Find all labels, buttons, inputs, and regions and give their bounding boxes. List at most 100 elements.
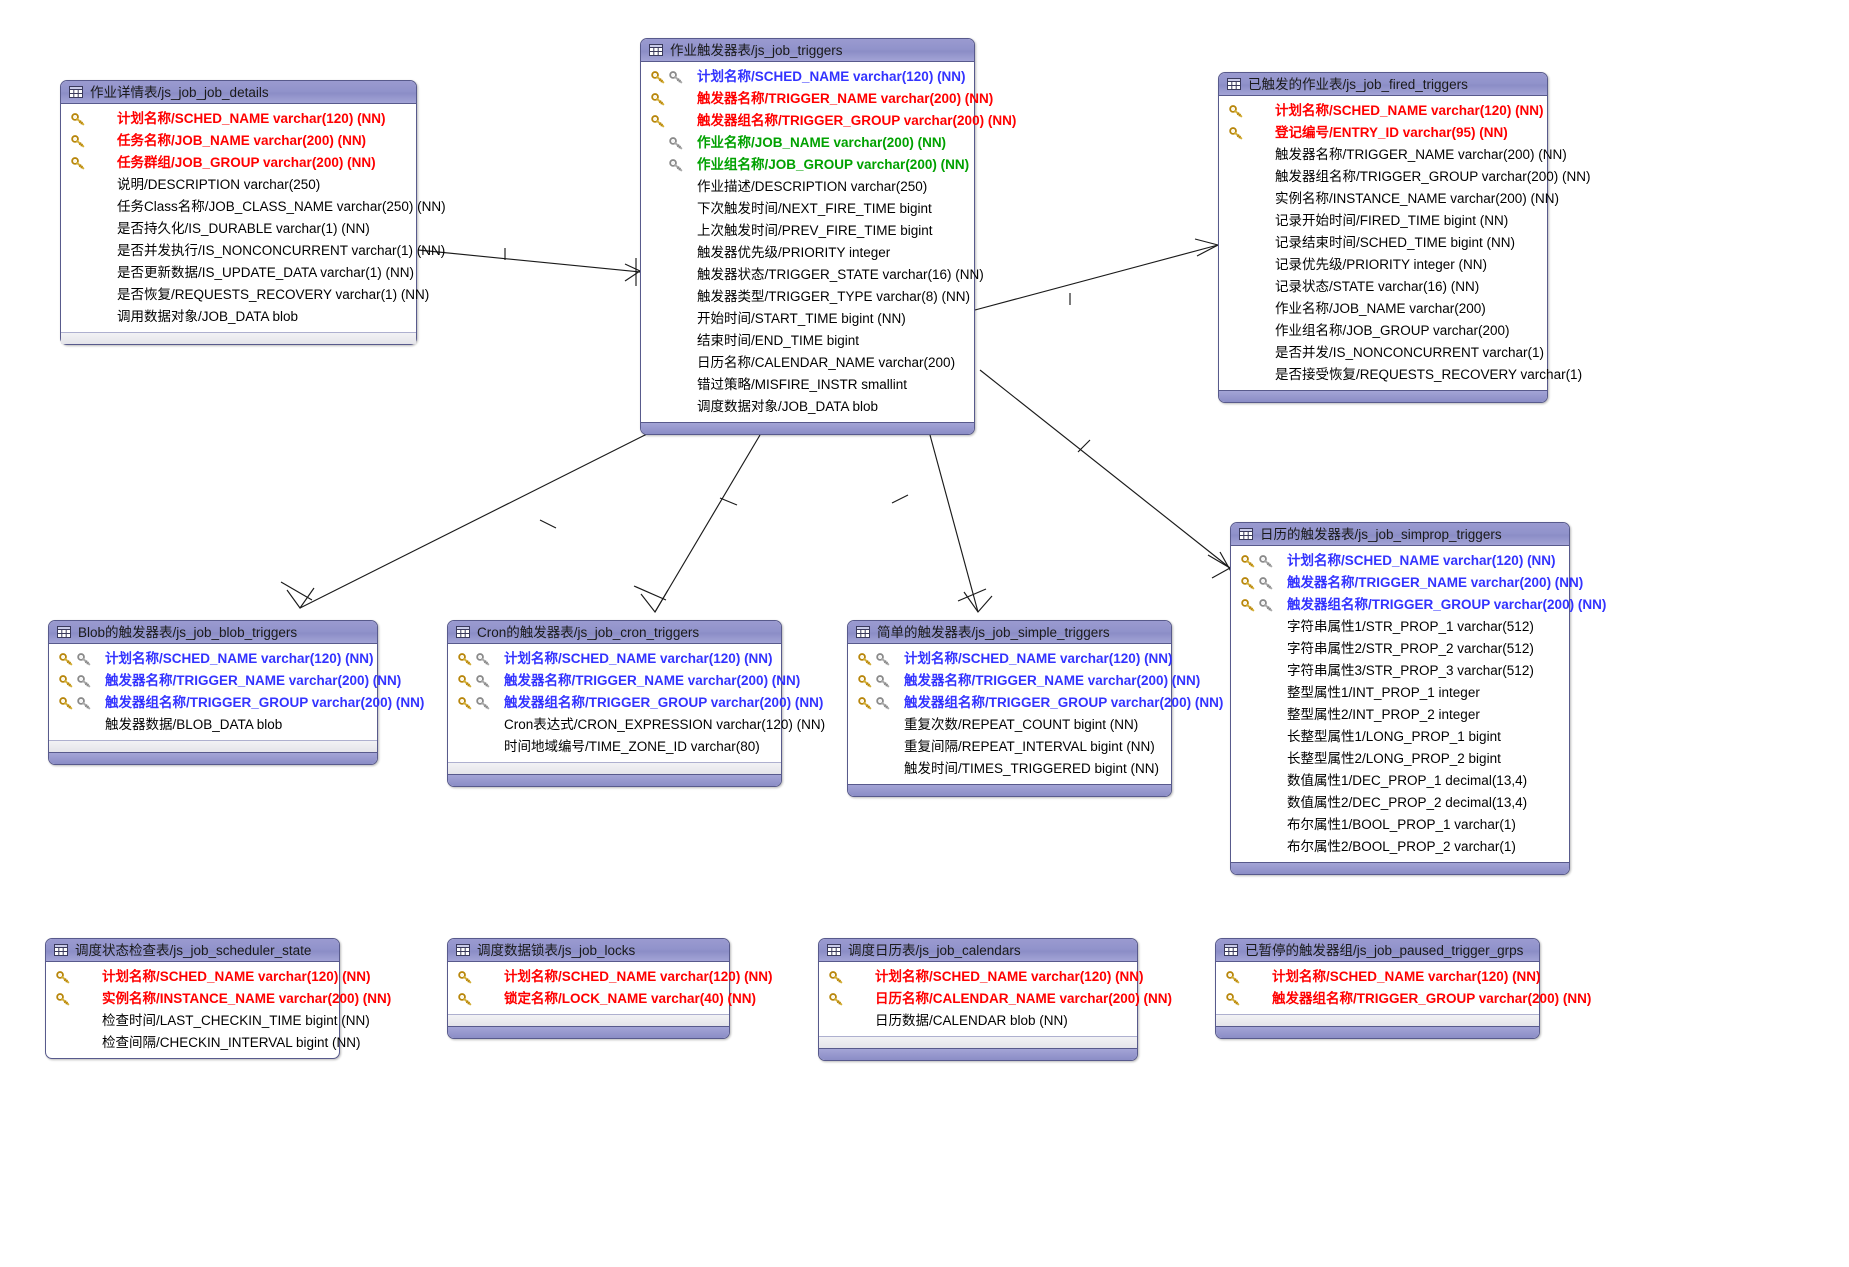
entity-header-cron_triggers[interactable]: Cron的触发器表/js_job_cron_triggers [448, 621, 781, 644]
column-row[interactable]: 是否接受恢复/REQUESTS_RECOVERY varchar(1) [1219, 364, 1582, 386]
column-row[interactable]: 是否更新数据/IS_UPDATE_DATA varchar(1) (NN) [61, 262, 416, 284]
column-row[interactable]: 登记编号/ENTRY_ID varchar(95) (NN) [1219, 122, 1547, 144]
column-row[interactable]: 记录结束时间/SCHED_TIME bigint (NN) [1219, 232, 1547, 254]
column-row[interactable]: 触发器组名称/TRIGGER_GROUP varchar(200) (NN) [848, 692, 1223, 714]
column-row[interactable]: 长整型属性2/LONG_PROP_2 bigint [1231, 748, 1569, 770]
column-row[interactable]: 触发器组名称/TRIGGER_GROUP varchar(200) (NN) [448, 692, 823, 714]
column-row[interactable]: 计划名称/SCHED_NAME varchar(120) (NN) [1231, 550, 1569, 572]
column-row[interactable]: 作业名称/JOB_NAME varchar(200) [1219, 298, 1547, 320]
column-row[interactable]: 作业描述/DESCRIPTION varchar(250) [641, 176, 974, 198]
column-row[interactable]: 触发器组名称/TRIGGER_GROUP varchar(200) (NN) [1219, 166, 1591, 188]
column-row[interactable]: 触发器组名称/TRIGGER_GROUP varchar(200) (NN) [1231, 594, 1606, 616]
entity-simple_triggers[interactable]: 简单的触发器表/js_job_simple_triggers 计划名称/SCHED… [847, 620, 1223, 797]
column-row[interactable]: 锁定名称/LOCK_NAME varchar(40) (NN) [448, 988, 756, 1010]
column-row[interactable]: 触发器名称/TRIGGER_NAME varchar(200) (NN) [1231, 572, 1583, 594]
column-row[interactable]: 调用数据对象/JOB_DATA blob [61, 306, 416, 328]
entity-locks[interactable]: 调度数据锁表/js_job_locks 计划名称/SCHED_NAME varch… [447, 938, 773, 1039]
entity-header-simple_triggers[interactable]: 简单的触发器表/js_job_simple_triggers [848, 621, 1171, 644]
column-row[interactable]: 触发器组名称/TRIGGER_GROUP varchar(200) (NN) [49, 692, 424, 714]
column-row[interactable]: 开始时间/START_TIME bigint (NN) [641, 308, 974, 330]
column-row[interactable]: 字符串属性3/STR_PROP_3 varchar(512) [1231, 660, 1569, 682]
column-row[interactable]: 错过策略/MISFIRE_INSTR smallint [641, 374, 974, 396]
column-row[interactable]: 记录开始时间/FIRED_TIME bigint (NN) [1219, 210, 1547, 232]
column-row[interactable]: 是否并发执行/IS_NONCONCURRENT varchar(1) (NN) [61, 240, 445, 262]
column-row[interactable]: 触发器组名称/TRIGGER_GROUP varchar(200) (NN) [1216, 988, 1591, 1010]
entity-header-job_details[interactable]: 作业详情表/js_job_job_details [61, 81, 416, 104]
column-row[interactable]: 触发器状态/TRIGGER_STATE varchar(16) (NN) [641, 264, 984, 286]
entity-calendars[interactable]: 调度日历表/js_job_calendars 计划名称/SCHED_NAME va… [818, 938, 1172, 1061]
column-row[interactable]: 整型属性2/INT_PROP_2 integer [1231, 704, 1569, 726]
column-row[interactable]: 下次触发时间/NEXT_FIRE_TIME bigint [641, 198, 974, 220]
column-row[interactable]: 任务名称/JOB_NAME varchar(200) (NN) [61, 130, 416, 152]
entity-triggers[interactable]: 作业触发器表/js_job_triggers 计划名称/SCHED_NAME va… [640, 38, 1016, 435]
column-row[interactable]: 整型属性1/INT_PROP_1 integer [1231, 682, 1569, 704]
column-row[interactable]: 调度数据对象/JOB_DATA blob [641, 396, 974, 418]
column-row[interactable]: 触发器名称/TRIGGER_NAME varchar(200) (NN) [641, 88, 993, 110]
column-row[interactable]: 触发器类型/TRIGGER_TYPE varchar(8) (NN) [641, 286, 974, 308]
entity-job_details[interactable]: 作业详情表/js_job_job_details 计划名称/SCHED_NAME … [60, 80, 446, 345]
column-row[interactable]: 检查间隔/CHECKIN_INTERVAL bigint (NN) [46, 1032, 361, 1054]
entity-header-triggers[interactable]: 作业触发器表/js_job_triggers [641, 39, 974, 62]
column-row[interactable]: 作业组名称/JOB_GROUP varchar(200) (NN) [641, 154, 974, 176]
column-row[interactable]: 时间地域编号/TIME_ZONE_ID varchar(80) [448, 736, 781, 758]
column-row[interactable]: 实例名称/INSTANCE_NAME varchar(200) (NN) [1219, 188, 1559, 210]
column-row[interactable]: 计划名称/SCHED_NAME varchar(120) (NN) [448, 648, 781, 670]
column-row[interactable]: 触发器组名称/TRIGGER_GROUP varchar(200) (NN) [641, 110, 1016, 132]
entity-header-simprop_triggers[interactable]: 日历的触发器表/js_job_simprop_triggers [1231, 523, 1569, 546]
column-row[interactable]: 触发器名称/TRIGGER_NAME varchar(200) (NN) [49, 670, 401, 692]
column-row[interactable]: 任务群组/JOB_GROUP varchar(200) (NN) [61, 152, 416, 174]
column-row[interactable]: 计划名称/SCHED_NAME varchar(120) (NN) [1216, 966, 1541, 988]
entity-cron_triggers[interactable]: Cron的触发器表/js_job_cron_triggers 计划名称/SCHED… [447, 620, 825, 787]
column-row[interactable]: 字符串属性2/STR_PROP_2 varchar(512) [1231, 638, 1569, 660]
entity-header-locks[interactable]: 调度数据锁表/js_job_locks [448, 939, 729, 962]
column-row[interactable]: 布尔属性2/BOOL_PROP_2 varchar(1) [1231, 836, 1569, 858]
entity-header-calendars[interactable]: 调度日历表/js_job_calendars [819, 939, 1137, 962]
column-row[interactable]: Cron表达式/CRON_EXPRESSION varchar(120) (NN… [448, 714, 825, 736]
column-row[interactable]: 是否持久化/IS_DURABLE varchar(1) (NN) [61, 218, 416, 240]
column-row[interactable]: 是否恢复/REQUESTS_RECOVERY varchar(1) (NN) [61, 284, 429, 306]
column-row[interactable]: 计划名称/SCHED_NAME varchar(120) (NN) [49, 648, 377, 670]
column-row[interactable]: 任务Class名称/JOB_CLASS_NAME varchar(250) (N… [61, 196, 446, 218]
column-row[interactable]: 日历数据/CALENDAR blob (NN) [819, 1010, 1137, 1032]
column-row[interactable]: 计划名称/SCHED_NAME varchar(120) (NN) [641, 66, 974, 88]
column-row[interactable]: 数值属性2/DEC_PROP_2 decimal(13,4) [1231, 792, 1569, 814]
column-row[interactable]: 记录优先级/PRIORITY integer (NN) [1219, 254, 1547, 276]
column-row[interactable]: 重复次数/REPEAT_COUNT bigint (NN) [848, 714, 1171, 736]
column-row[interactable]: 计划名称/SCHED_NAME varchar(120) (NN) [848, 648, 1173, 670]
column-row[interactable]: 是否并发/IS_NONCONCURRENT varchar(1) [1219, 342, 1547, 364]
column-row[interactable]: 日历名称/CALENDAR_NAME varchar(200) [641, 352, 974, 374]
column-row[interactable]: 计划名称/SCHED_NAME varchar(120) (NN) [448, 966, 773, 988]
column-row[interactable]: 数值属性1/DEC_PROP_1 decimal(13,4) [1231, 770, 1569, 792]
column-row[interactable]: 触发器数据/BLOB_DATA blob [49, 714, 377, 736]
column-row[interactable]: 触发器名称/TRIGGER_NAME varchar(200) (NN) [448, 670, 800, 692]
column-row[interactable]: 作业组名称/JOB_GROUP varchar(200) [1219, 320, 1547, 342]
column-row[interactable]: 计划名称/SCHED_NAME varchar(120) (NN) [61, 108, 416, 130]
column-row[interactable]: 布尔属性1/BOOL_PROP_1 varchar(1) [1231, 814, 1569, 836]
entity-blob_triggers[interactable]: Blob的触发器表/js_job_blob_triggers 计划名称/SCHED… [48, 620, 424, 765]
column-row[interactable]: 上次触发时间/PREV_FIRE_TIME bigint [641, 220, 974, 242]
column-row[interactable]: 长整型属性1/LONG_PROP_1 bigint [1231, 726, 1569, 748]
column-row[interactable]: 记录状态/STATE varchar(16) (NN) [1219, 276, 1547, 298]
entity-header-paused_trigger_grps[interactable]: 已暂停的触发器组/js_job_paused_trigger_grps [1216, 939, 1539, 962]
column-row[interactable]: 触发时间/TIMES_TRIGGERED bigint (NN) [848, 758, 1171, 780]
column-row[interactable]: 日历名称/CALENDAR_NAME varchar(200) (NN) [819, 988, 1172, 1010]
entity-scheduler_state[interactable]: 调度状态检查表/js_job_scheduler_state 计划名称/SCHED… [45, 938, 391, 1059]
column-row[interactable]: 字符串属性1/STR_PROP_1 varchar(512) [1231, 616, 1569, 638]
column-row[interactable]: 触发器优先级/PRIORITY integer [641, 242, 974, 264]
entity-header-scheduler_state[interactable]: 调度状态检查表/js_job_scheduler_state [46, 939, 339, 962]
column-row[interactable]: 作业名称/JOB_NAME varchar(200) (NN) [641, 132, 974, 154]
entity-header-blob_triggers[interactable]: Blob的触发器表/js_job_blob_triggers [49, 621, 377, 644]
column-row[interactable]: 计划名称/SCHED_NAME varchar(120) (NN) [46, 966, 371, 988]
column-row[interactable]: 重复间隔/REPEAT_INTERVAL bigint (NN) [848, 736, 1171, 758]
column-row[interactable]: 计划名称/SCHED_NAME varchar(120) (NN) [819, 966, 1144, 988]
entity-simprop_triggers[interactable]: 日历的触发器表/js_job_simprop_triggers 计划名称/SCHE… [1230, 522, 1606, 875]
column-row[interactable]: 计划名称/SCHED_NAME varchar(120) (NN) [1219, 100, 1547, 122]
column-row[interactable]: 实例名称/INSTANCE_NAME varchar(200) (NN) [46, 988, 391, 1010]
column-row[interactable]: 检查时间/LAST_CHECKIN_TIME bigint (NN) [46, 1010, 370, 1032]
column-row[interactable]: 触发器名称/TRIGGER_NAME varchar(200) (NN) [848, 670, 1200, 692]
column-row[interactable]: 说明/DESCRIPTION varchar(250) [61, 174, 416, 196]
column-row[interactable]: 结束时间/END_TIME bigint [641, 330, 974, 352]
entity-paused_trigger_grps[interactable]: 已暂停的触发器组/js_job_paused_trigger_grps 计划名称/… [1215, 938, 1591, 1039]
column-row[interactable]: 触发器名称/TRIGGER_NAME varchar(200) (NN) [1219, 144, 1567, 166]
